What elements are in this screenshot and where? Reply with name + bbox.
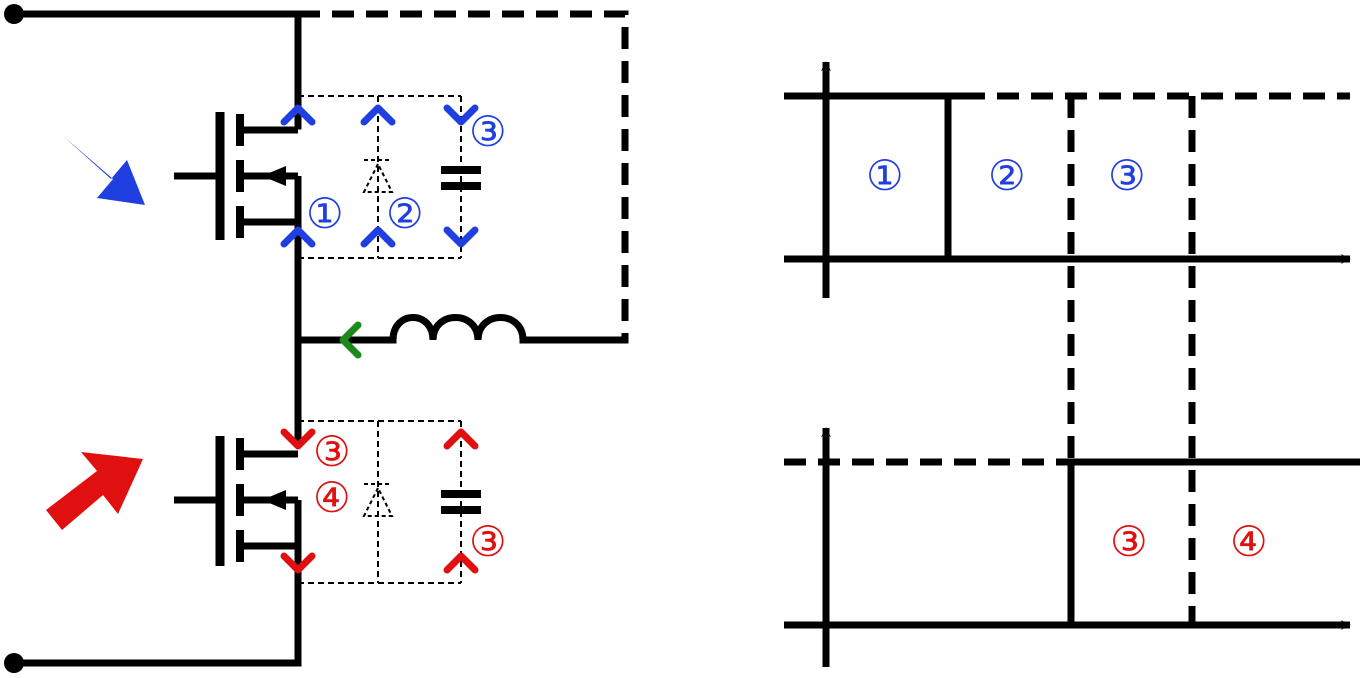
timing-upper-label-3: ③ bbox=[1108, 151, 1146, 200]
upper-channel-label: ① bbox=[306, 189, 344, 238]
timing-upper-label-1: ① bbox=[866, 151, 904, 200]
lower-mosfet-icon bbox=[174, 436, 302, 566]
timing-diagram: ① ② ③ ③ ④ bbox=[784, 61, 1360, 667]
upper-current-arrows bbox=[280, 104, 479, 248]
upper-body-diode-icon bbox=[362, 159, 394, 193]
inductor-current-arrow bbox=[339, 321, 362, 359]
dashed-return-path bbox=[298, 10, 629, 340]
lower-body-diode-icon bbox=[362, 483, 394, 517]
timing-lower-label-1: ③ bbox=[1110, 517, 1148, 566]
upper-mosfet-icon bbox=[174, 112, 302, 240]
circuit-wires bbox=[10, 10, 629, 667]
lower-current-arrows bbox=[280, 428, 479, 574]
arrow-right-down-icon bbox=[46, 135, 145, 205]
half-bridge-circuit: ① ② ③ ③ ④ ③ bbox=[4, 4, 629, 673]
timing-lower-label-2: ④ bbox=[1230, 517, 1268, 566]
upper-diode-label: ② bbox=[386, 189, 424, 238]
lower-diode-label: ④ bbox=[313, 473, 351, 522]
inductor-icon bbox=[389, 314, 527, 341]
lower-cap-label: ③ bbox=[469, 517, 507, 566]
upper-cap-label: ③ bbox=[469, 107, 507, 156]
arrow-right-up-icon bbox=[46, 452, 143, 530]
lower-output-capacitor-icon bbox=[441, 490, 481, 514]
lower-channel-label: ③ bbox=[313, 427, 351, 476]
upper-output-capacitor-icon bbox=[441, 166, 481, 190]
timing-upper-label-2: ② bbox=[988, 151, 1026, 200]
